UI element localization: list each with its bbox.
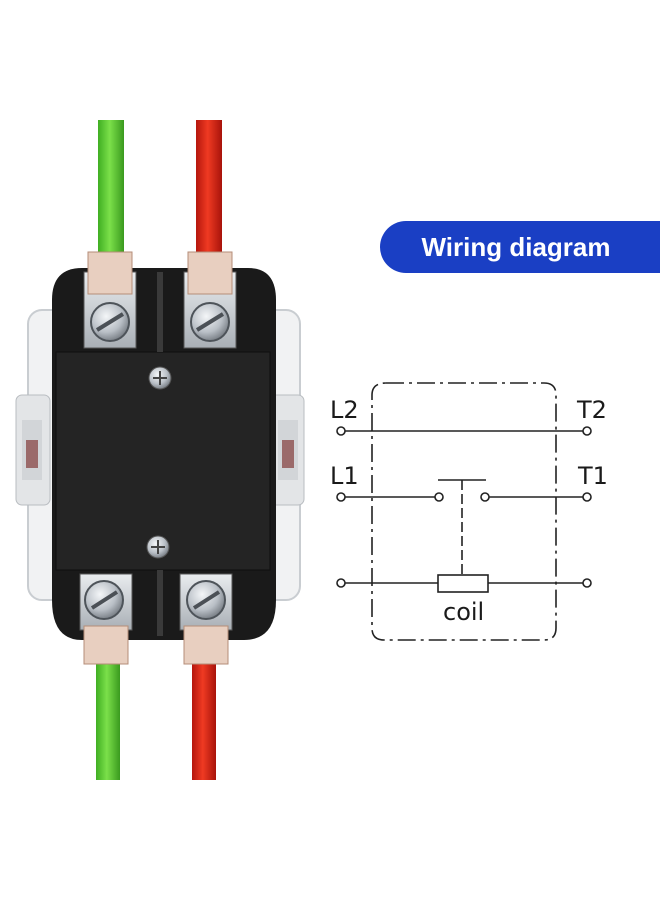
terminal-bottom-left — [79, 573, 133, 665]
terminal-top-right — [183, 251, 237, 349]
terminal-label-l1: L1 — [330, 462, 359, 490]
coil-label: coil — [443, 598, 484, 626]
terminal-label-t1: T1 — [577, 462, 608, 490]
terminal-bottom-right — [179, 573, 233, 665]
contactor-body — [52, 268, 276, 640]
wiring-schematic — [336, 382, 592, 641]
coil-symbol — [437, 574, 489, 593]
terminal-label-l2: L2 — [330, 396, 359, 424]
terminal-top-left — [83, 251, 137, 349]
title-badge: Wiring diagram — [380, 221, 660, 273]
title-text: Wiring diagram — [421, 231, 611, 262]
dashed-enclosure — [371, 382, 557, 641]
terminal-label-t2: T2 — [576, 396, 607, 424]
